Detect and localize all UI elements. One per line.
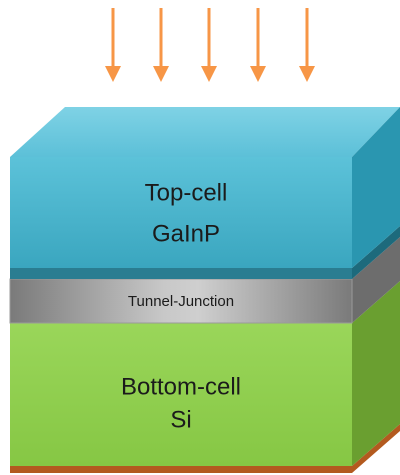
light-arrow [105,8,121,82]
tunnel-junction-layer: Tunnel-Junction [9,237,400,324]
top-cell-layer: Top-cell GaInP [10,107,400,268]
light-arrow [201,8,217,82]
top-cell-top-face [10,107,400,157]
top-cell-label: Top-cell [145,179,228,206]
bottom-cell-material: Si [170,406,191,433]
incoming-light-arrows [105,8,315,82]
tunnel-junction-side-face [352,237,400,323]
top-cell-front-face [10,157,352,268]
light-arrow [250,8,266,82]
tunnel-junction-front-face [10,279,352,323]
light-arrow [299,8,315,82]
top-cell-material: GaInP [152,220,220,247]
interface-strip [10,226,400,279]
bottom-cell-front-face [10,323,352,466]
bottom-cell-side-face [352,281,400,466]
light-arrow [153,8,169,82]
top-cell-side-face [352,107,400,268]
tunnel-junction-label: Tunnel-Junction [128,293,234,310]
bottom-cell-layer: Bottom-cell Si [10,281,400,473]
bottom-cell-label: Bottom-cell [121,373,241,400]
substrate-edge [10,424,400,473]
